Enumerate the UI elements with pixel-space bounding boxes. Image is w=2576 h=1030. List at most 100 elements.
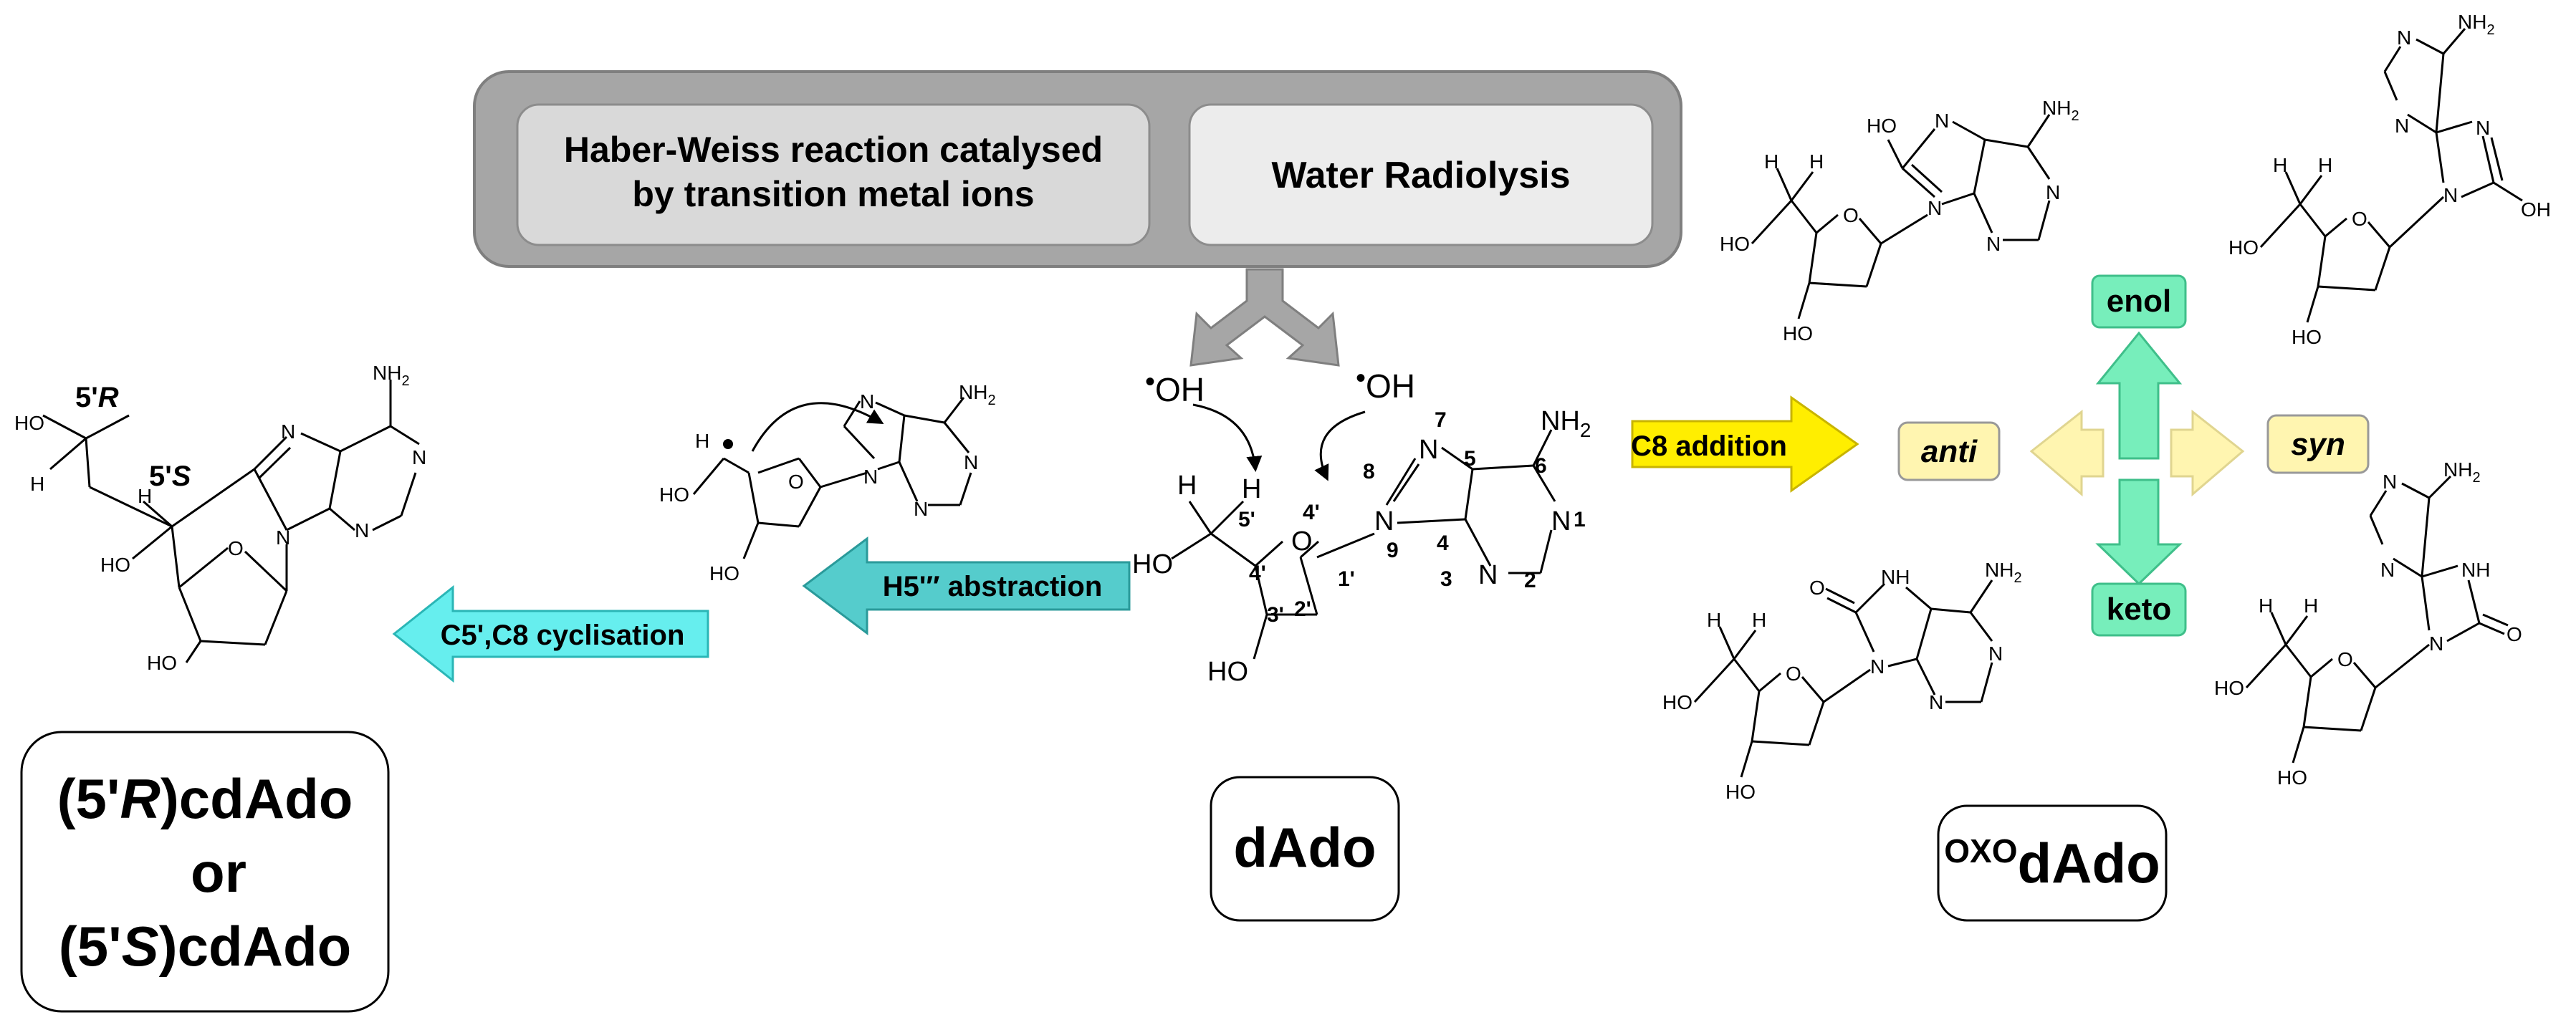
svg-text:HO: HO xyxy=(2214,677,2244,699)
oh-attack-arrow-left xyxy=(1192,403,1263,472)
svg-text:HO: HO xyxy=(2292,326,2322,348)
svg-text:OH: OH xyxy=(2521,198,2551,221)
svg-text:HO: HO xyxy=(2277,766,2307,789)
svg-text:N: N xyxy=(1986,233,2001,255)
svg-text:6: 6 xyxy=(1535,454,1547,478)
svg-text:NH2: NH2 xyxy=(2443,458,2481,486)
svg-text:5'R: 5'R xyxy=(75,382,119,413)
radical-intermediate: O H HO HO N N N N NH2 xyxy=(659,381,996,584)
svg-text:O: O xyxy=(228,537,244,559)
svg-text:1: 1 xyxy=(1574,508,1586,531)
svg-text:HO: HO xyxy=(709,562,739,584)
source-panel: Haber-Weiss reaction catalysed by transi… xyxy=(473,70,1682,367)
svg-text:N: N xyxy=(2443,184,2458,206)
svg-text:O: O xyxy=(788,471,804,493)
svg-text:2: 2 xyxy=(1524,569,1536,592)
dado-structure: •OH •OH O HO H H HO 5' 4' 4' 1' 2' 3' N … xyxy=(1132,362,1591,687)
svg-text:NH2: NH2 xyxy=(959,381,996,408)
svg-text:N: N xyxy=(2397,27,2411,49)
svg-text:O: O xyxy=(1291,526,1313,557)
svg-text:H: H xyxy=(1764,150,1778,173)
svg-text:4': 4' xyxy=(1303,501,1320,524)
svg-text:N: N xyxy=(1551,506,1571,536)
svg-text:5': 5' xyxy=(1238,508,1255,531)
source-fork-arrow xyxy=(1189,268,1340,367)
enol-anti-structure: HO H H HO O N HO N N N NH2 xyxy=(1720,97,2079,345)
svg-text:1': 1' xyxy=(1338,567,1355,591)
svg-text:HO: HO xyxy=(1725,781,1756,803)
svg-text:N: N xyxy=(1929,691,1943,713)
svg-text:N: N xyxy=(412,446,426,468)
svg-text:O: O xyxy=(2506,623,2522,645)
svg-text:H5'″ abstraction: H5'″ abstraction xyxy=(883,571,1103,602)
svg-text:NH: NH xyxy=(2461,559,2490,581)
arrow-up-enol xyxy=(2095,331,2183,460)
svg-text:O: O xyxy=(1786,663,1801,685)
water-radiolysis-label: Water Radiolysis xyxy=(1271,155,1570,196)
svg-text:N: N xyxy=(1928,197,1942,219)
arrow-down-keto xyxy=(2095,478,2183,586)
svg-text:HO: HO xyxy=(1720,233,1750,255)
svg-text:N: N xyxy=(863,466,878,488)
oh-radical-left: •OH xyxy=(1145,366,1205,408)
svg-text:H: H xyxy=(695,430,709,452)
arrow-left-anti xyxy=(2029,409,2105,497)
keto-box xyxy=(2091,582,2187,637)
svg-text:HO: HO xyxy=(147,652,177,674)
svg-text:9: 9 xyxy=(1387,539,1399,562)
svg-text:3': 3' xyxy=(1267,603,1284,627)
oxo-dado-label: OXOdAdo xyxy=(1937,804,2168,922)
svg-text:N: N xyxy=(1419,435,1438,465)
cdado-structure: 5'R HO H 5'S H HO HO O N N N N xyxy=(14,362,426,674)
svg-text:H: H xyxy=(138,485,152,507)
cdado-label: (5'R)cdAdo or (5'S)cdAdo xyxy=(20,731,390,1013)
enol-syn-structure: HO H H HO O N OH N N N NH2 xyxy=(2228,11,2551,348)
svg-text:anti: anti xyxy=(1921,434,1978,469)
haber-weiss-line2: by transition metal ions xyxy=(632,174,1034,214)
svg-text:H: H xyxy=(2259,595,2273,617)
svg-text:5'S: 5'S xyxy=(149,461,191,492)
svg-text:C8 addition: C8 addition xyxy=(1631,430,1787,462)
svg-text:N: N xyxy=(964,451,978,473)
svg-text:HO: HO xyxy=(2228,236,2259,259)
svg-text:NH2: NH2 xyxy=(373,362,410,389)
svg-text:N: N xyxy=(2380,559,2395,581)
svg-text:enol: enol xyxy=(2107,284,2171,319)
svg-text:O: O xyxy=(2352,208,2367,230)
svg-text:NH2: NH2 xyxy=(2458,11,2495,38)
svg-text:H: H xyxy=(1809,150,1824,173)
svg-text:N: N xyxy=(1478,560,1498,590)
svg-text:HO: HO xyxy=(659,483,689,506)
svg-text:HO: HO xyxy=(1132,549,1173,579)
svg-text:N: N xyxy=(860,390,874,413)
svg-text:3: 3 xyxy=(1440,567,1452,591)
svg-text:HO: HO xyxy=(1662,691,1692,713)
svg-text:syn: syn xyxy=(2291,427,2345,462)
oh-attack-arrow-right xyxy=(1314,410,1366,481)
svg-text:NH2: NH2 xyxy=(2042,97,2079,124)
svg-text:HO: HO xyxy=(14,412,44,434)
svg-text:7: 7 xyxy=(1435,408,1447,432)
svg-text:NH2: NH2 xyxy=(1541,406,1591,441)
svg-text:5: 5 xyxy=(1464,447,1476,471)
h5-abstraction-arrow: H5'″ abstraction xyxy=(802,536,1131,635)
svg-text:N: N xyxy=(1935,110,1949,132)
svg-text:N: N xyxy=(2046,181,2060,203)
svg-text:N: N xyxy=(281,420,295,443)
svg-text:N: N xyxy=(2476,117,2490,139)
svg-text:H: H xyxy=(2304,595,2318,617)
svg-text:O: O xyxy=(1809,577,1825,599)
svg-text:HO: HO xyxy=(1207,657,1248,687)
c8-addition-arrow: C8 addition xyxy=(1631,395,1859,493)
svg-text:OXOdAdo: OXOdAdo xyxy=(1944,832,2160,895)
svg-text:4: 4 xyxy=(1437,531,1449,555)
svg-text:HO: HO xyxy=(1867,115,1897,137)
svg-text:N: N xyxy=(276,526,290,549)
arrow-right-syn xyxy=(2170,409,2245,497)
water-radiolysis-box xyxy=(1188,103,1654,246)
svg-text:O: O xyxy=(1843,204,1859,226)
svg-text:HO: HO xyxy=(1783,322,1813,345)
svg-text:N: N xyxy=(2383,471,2397,493)
svg-text:NH: NH xyxy=(1881,566,1910,588)
